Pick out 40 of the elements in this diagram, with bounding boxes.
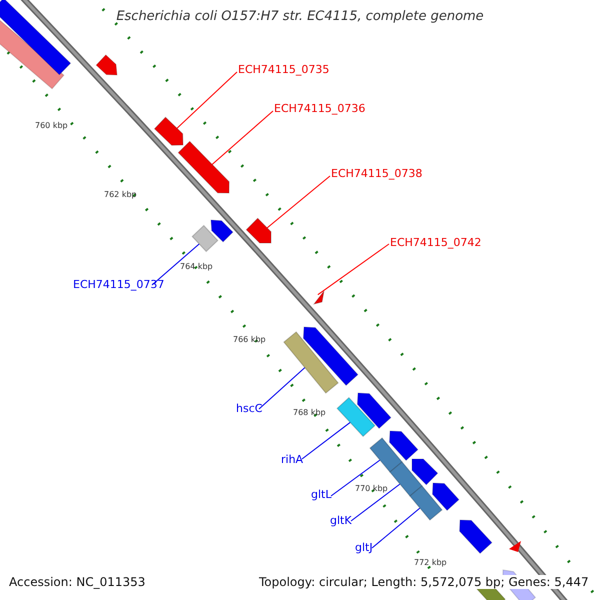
leader-line <box>258 367 306 410</box>
gene-label: gltL <box>311 488 332 502</box>
gene-bar <box>283 331 339 394</box>
gene-label: ECH74115_0738 <box>331 167 422 180</box>
gene-bar <box>369 437 403 473</box>
leader-line <box>176 72 238 129</box>
leader-line <box>266 176 330 228</box>
title: Escherichia coli O157:H7 str. EC4115, complete genome <box>115 9 485 25</box>
scale-label: 764 kbp <box>180 262 213 272</box>
gene-label: ECH74115_0737 <box>73 278 164 292</box>
gene-label: gltJ <box>355 541 373 554</box>
gene-block <box>154 116 184 146</box>
leader-line <box>350 484 400 522</box>
gene-block <box>178 140 230 194</box>
scale-label: 768 kbp <box>293 408 326 418</box>
gene-label: ECH74115_0735 <box>238 63 330 76</box>
scale-label: 762 kbp <box>104 190 137 200</box>
gene-label: ECH74115_0742 <box>390 236 482 250</box>
leader-line <box>152 243 200 286</box>
gene-label: hscC <box>236 402 262 416</box>
footer-text: Topology: circular; Length: 5,572,075 bp; Genes: 5,447 <box>259 575 589 590</box>
scale-label: 770 kbp <box>355 484 388 494</box>
gene-bar <box>192 224 218 252</box>
gene-label: rihA <box>281 453 304 466</box>
leader-line <box>330 460 380 496</box>
gene-bar <box>409 485 443 521</box>
gene-label: ECH74115_0736 <box>274 102 366 116</box>
leader-line <box>212 110 274 165</box>
scale-label: 772 kbp <box>414 558 447 568</box>
leader-line <box>317 244 390 296</box>
gene-bar <box>389 461 423 497</box>
scale-label: 760 kbp <box>35 121 68 131</box>
leader-line <box>372 508 420 548</box>
leader-line <box>302 422 351 460</box>
gene-bar <box>336 396 376 438</box>
scale-label: 766 kbp <box>233 335 266 345</box>
gene-label: gltK <box>330 514 352 528</box>
footer-text: Accession: NC_011353 <box>9 575 146 590</box>
gene-block <box>246 218 272 244</box>
gene-triangle <box>312 290 324 305</box>
